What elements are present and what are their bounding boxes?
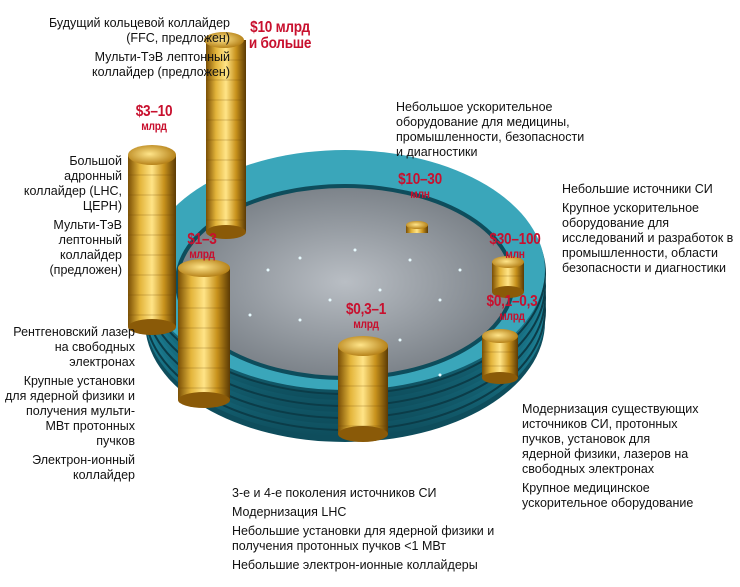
price-amount: $1–3: [187, 231, 217, 248]
coin-stack-10-30-mln: [406, 221, 428, 233]
label-text: Мульти-ТэВ лептонный коллайдер (предложе…: [49, 218, 122, 277]
price-unit: млрд: [499, 309, 525, 323]
price-amount: $3–10: [135, 103, 173, 120]
label-bottom: 3-е и 4-е поколения источников СИ Модерн…: [232, 486, 522, 577]
price-10-30-mln: $10–30 млн: [386, 171, 454, 201]
price-03-1-mlrd: $0,3–1 млрд: [332, 301, 400, 331]
price-3-10-mlrd: $3–10 млрд: [120, 103, 188, 133]
price-unit: и больше: [248, 35, 312, 52]
label-text: Крупное медицинское ускорительное оборуд…: [522, 481, 694, 510]
price-1-3-mlrd: $1–3 млрд: [175, 231, 229, 261]
label-text: Крупные установки для ядерной физики и п…: [5, 374, 135, 448]
price-unit: млн: [505, 247, 525, 261]
price-unit: млрд: [353, 317, 379, 331]
coin-stack-01-03-mlrd: [482, 329, 518, 384]
label-text: Мульти-ТэВ лептонный коллайдер (предложе…: [92, 50, 230, 79]
label-text: Электрон-ионный коллайдер: [32, 453, 135, 482]
price-unit: млн: [410, 187, 430, 201]
price-amount: $0,3–1: [345, 301, 387, 318]
label-text: Большой адронный коллайдер (LHC, ЦЕРН): [23, 154, 122, 213]
price-01-03-mlrd: $0,1–0,3 млрд: [470, 293, 555, 323]
label-text: Будущий кольцевой коллайдер (FFC, предло…: [48, 16, 230, 45]
label-text: Небольшие установки для ядерной физики и…: [232, 524, 495, 553]
price-unit: млрд: [189, 247, 215, 261]
coin-stack-3-10-mlrd: [128, 145, 176, 335]
label-text: Небольшое ускорительное оборудование для…: [396, 100, 585, 159]
label-text: Небольшие электрон-ионные коллайдеры: [232, 558, 478, 572]
coin-stack-03-1-mlrd: [338, 336, 388, 442]
label-text: 3-е и 4-е поколения источников СИ: [232, 486, 437, 500]
label-mid-right: Небольшие источники СИ Крупное ускорител…: [562, 182, 734, 280]
label-text: Небольшие источники СИ: [562, 182, 713, 196]
label-text: Крупное ускорительное оборудование для и…: [562, 201, 734, 275]
label-top-left: Будущий кольцевой коллайдер (FFC, предло…: [40, 16, 230, 84]
price-amount: $0,1–0,3: [486, 293, 538, 310]
label-mid-left: Большой адронный коллайдер (LHC, ЦЕРН) М…: [10, 154, 122, 282]
label-low-left: Рентгеновский лазер на свободных электро…: [5, 325, 135, 487]
label-top-right: Небольшое ускорительное оборудование для…: [396, 100, 586, 164]
label-low-right: Модернизация существующих источников СИ,…: [522, 402, 702, 515]
label-text: Модернизация LHC: [232, 505, 347, 519]
price-amount: $30–100: [489, 231, 541, 248]
coin-stack-30-100-mln: [492, 256, 524, 298]
coin-stack-1-3-mlrd: [178, 259, 230, 408]
label-text: Рентгеновский лазер на свободных электро…: [13, 325, 135, 369]
price-amount: $10–30: [398, 171, 442, 188]
price-10-mlrd: $10 млрд и больше: [239, 20, 321, 52]
label-text: Модернизация существующих источников СИ,…: [522, 402, 699, 476]
price-unit: млрд: [141, 119, 167, 133]
price-30-100-mln: $30–100 млн: [477, 231, 554, 261]
price-amount: $10 млрд: [250, 19, 310, 36]
